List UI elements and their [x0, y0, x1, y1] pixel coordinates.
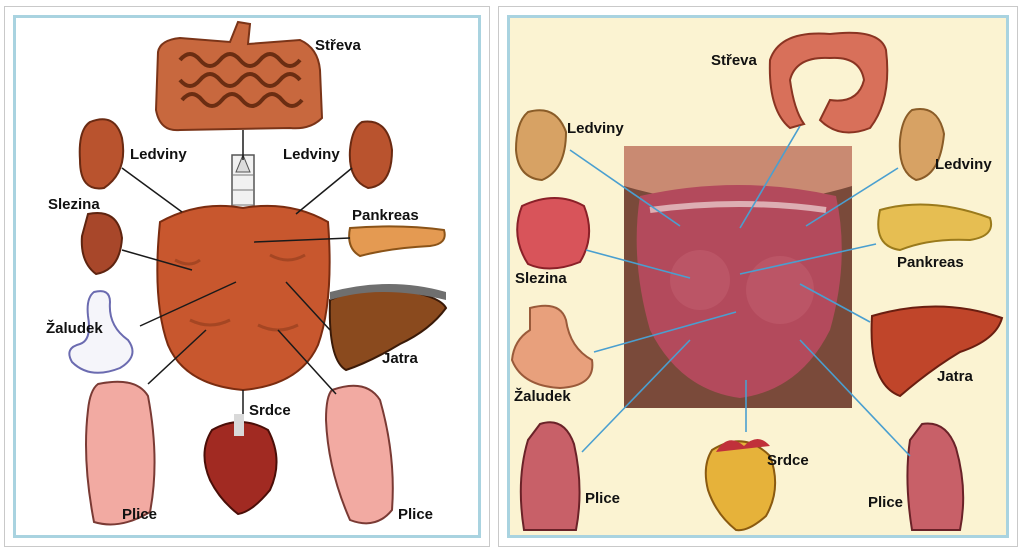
right-label-ledviny-left: Ledviny [567, 120, 624, 137]
right-label-plice-right: Plice [868, 494, 903, 511]
right-label-zaludek: Žaludek [514, 388, 571, 405]
lung-left-photo-illustration [521, 422, 580, 530]
tongue-photo [624, 146, 852, 408]
right-label-slezina: Slezina [515, 270, 567, 287]
intestines-photo-illustration [770, 33, 887, 133]
lung-right-photo-illustration [907, 424, 963, 531]
pancreas-photo-illustration [878, 205, 991, 250]
right-label-jatra: Jatra [937, 368, 973, 385]
right-label-pankreas: Pankreas [897, 254, 964, 271]
right-label-srdce: Srdce [767, 452, 809, 469]
right-label-plice-left: Plice [585, 490, 620, 507]
kidney-left-photo-illustration [516, 110, 566, 180]
spleen-photo-illustration [517, 198, 589, 269]
right-label-ledviny-right: Ledviny [935, 156, 992, 173]
right-label-streva: Střeva [711, 52, 757, 69]
stomach-photo-illustration [512, 306, 592, 388]
heart-photo-illustration [706, 441, 775, 530]
